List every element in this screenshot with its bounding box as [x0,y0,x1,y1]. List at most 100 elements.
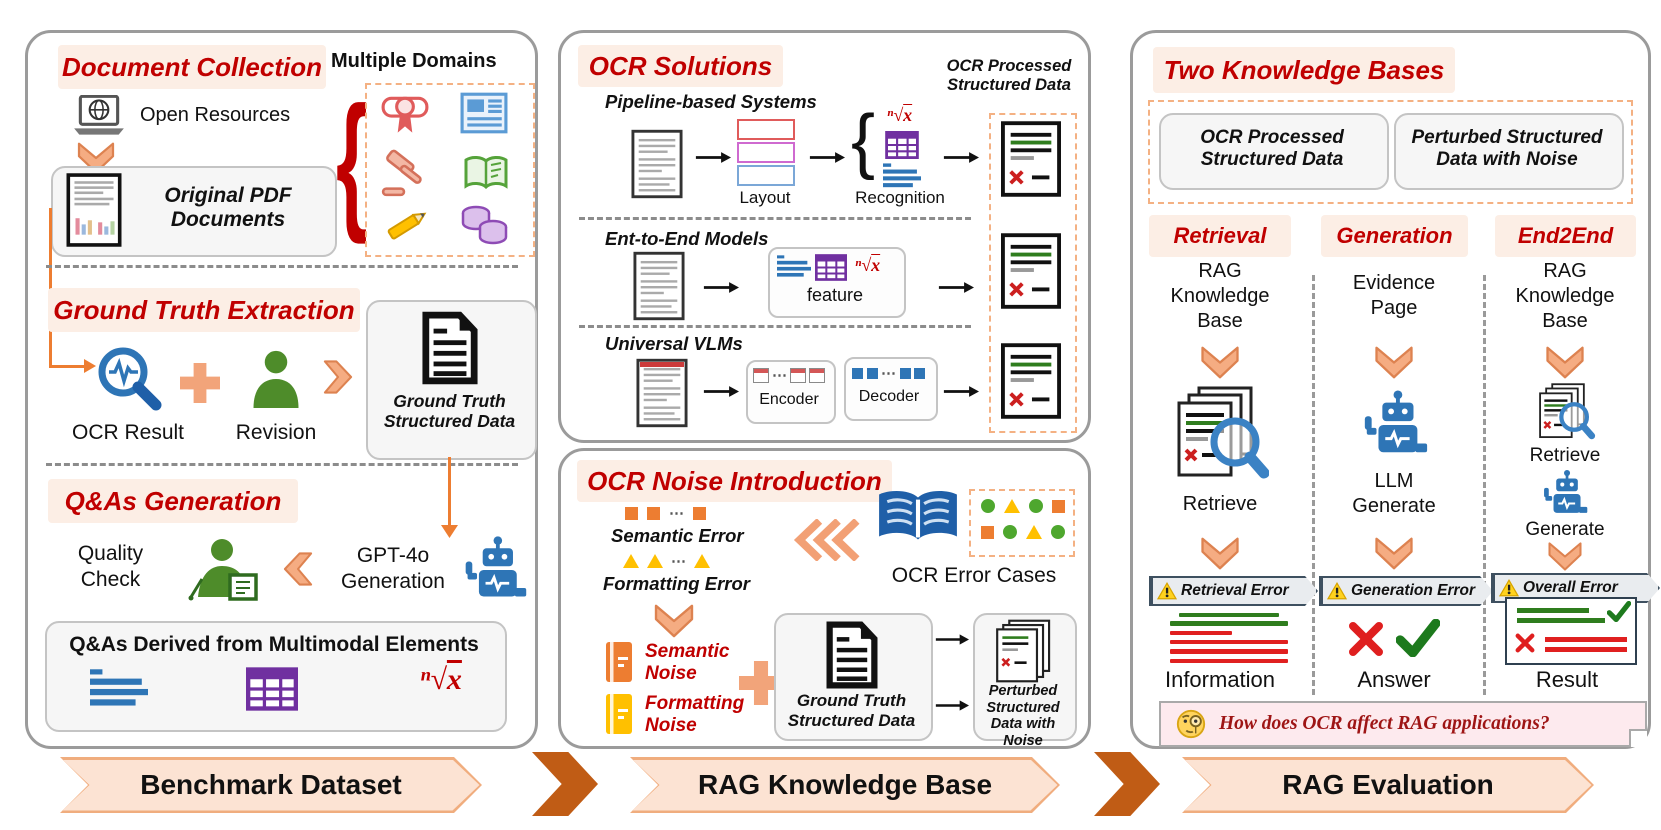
formatting-noise-book-icon [605,693,633,735]
layout-block-blue [737,165,795,186]
warning-icon [1327,582,1347,600]
qas-derived-title: Q&As Derived from Multimodal Elements [69,633,479,656]
table-icon [885,131,919,159]
text-lines-icon [777,255,811,280]
layout-label: Layout [739,188,791,207]
col-header-generation: Generation [1321,215,1468,257]
arrow-right-icon [943,151,979,164]
docs-magnifier-icon [1533,383,1597,445]
monocle-face-icon [1176,709,1206,739]
semantic-noise-label: Semantic Noise [645,641,730,684]
result-box [1505,597,1637,665]
ocr-magnifier-icon [94,345,166,413]
col-header-end2end: End2End [1495,215,1636,257]
vlm-label: Universal VLMs [605,333,743,354]
separator-dashed [579,217,971,220]
generation-error-banner: Generation Error [1319,576,1493,606]
arrow-down-icon [653,603,695,639]
arrow-right-icon [695,151,731,164]
ocr-output-column [989,113,1077,433]
warning-icon [1499,579,1519,597]
ground-truth-label: Ground Truth Structured Data [383,391,516,432]
arrow-right-icon [943,385,979,398]
e2e-label: Ent-to-End Models [605,228,769,249]
x-icon [1515,633,1535,653]
x-icon [1348,621,1384,657]
book-icon [464,156,508,190]
end2end-input-label: RAG Knowledge Base [1515,260,1615,332]
retrieval-input-label: RAG Knowledge Base [1170,260,1270,332]
answer-label: Answer [1357,667,1431,692]
section-title-ground-truth: Ground Truth Extraction [48,288,360,332]
error-shapes-row1 [981,499,1065,513]
connector-line-horizontal [49,365,85,368]
kb2-box [1394,113,1624,190]
separator-dashed [46,265,518,268]
error-cases-label: OCR Error Cases [891,564,1057,587]
feature-label: feature [806,285,864,305]
retrieval-error-banner: Retrieval Error [1149,576,1318,606]
encoder-patches: ⋯ [753,368,827,383]
docs-magnifier-icon [1171,386,1269,488]
document-icon [421,311,479,385]
chevron-separator-icon [1094,752,1160,816]
triple-chevron-left-icon [789,519,863,561]
section-title-ocr-solutions: OCR Solutions [578,45,783,87]
separator-dashed [46,463,518,466]
section-title-qas-generation: Q&As Generation [48,479,298,523]
pdf-thumbnail-icon [66,173,122,247]
retrieve-label: Retrieve [1182,493,1258,515]
e2e-generate-label: Generate [1525,519,1605,540]
semantic-error-label: Semantic Error [611,525,744,546]
pencil-icon [387,212,427,240]
semantic-error-marks: ⋯ [625,506,706,521]
decoder-tokens: ⋯ [852,366,928,381]
decoder-label: Decoder [858,388,920,405]
arrow-right-icon [935,699,969,712]
chevron-left-icon [280,551,316,587]
formatting-error-marks: ⋯ [623,554,710,569]
formula-icon: ⁿ√x [887,105,913,125]
gt-to-gpt-line [448,457,451,527]
brace-red: { [336,74,368,245]
result-label: Result [1535,667,1599,692]
panel-ocr-noise: OCR Noise Introduction ⋯ Semantic Error … [558,448,1091,749]
original-pdf-label: Original PDF Documents [164,184,292,232]
question-text: How does OCR affect RAG applications? [1219,713,1550,734]
folded-corner [1629,729,1647,747]
coins-icon [461,205,508,245]
page-thumbnail-icon [633,251,685,321]
ocr-doc-icon [1001,233,1061,309]
generation-input-label: Evidence Page [1352,272,1436,319]
arrow-down-icon [1373,536,1415,571]
error-cases-box [969,489,1075,557]
semantic-noise-book-icon [605,641,633,683]
quality-check-label: Quality Check [77,542,144,592]
kb1-box [1159,113,1389,190]
formatting-noise-label: Formatting Noise [645,693,745,736]
column-divider [1483,275,1486,695]
brace-black: { [851,101,876,181]
information-label: Information [1164,667,1276,692]
certificate-icon [381,96,429,133]
warning-icon [1157,582,1177,600]
banner-benchmark-dataset: Benchmark Dataset [60,757,482,813]
page-thumbnail-icon [631,129,683,199]
ocr-result-label: OCR Result [71,421,185,444]
panel-rag-evaluation: Two Knowledge Bases OCR Processed Struct… [1130,30,1651,749]
recognition-label: Recognition [855,188,945,207]
ocr-doc-icon [1001,121,1061,197]
pipeline-label: Pipeline-based Systems [605,91,817,112]
banner-rag-knowledge-base: RAG Knowledge Base [630,757,1060,813]
arrow-down-icon [1199,536,1241,571]
thumbnail-red-header [640,362,684,367]
reviewer-icon [188,539,258,601]
person-icon [246,345,306,411]
formula-icon: ⁿ√x [855,255,881,275]
document-icon [825,621,879,689]
column-divider [1312,275,1315,695]
ocr-doc-icon [1001,343,1061,419]
section-title-ocr-noise: OCR Noise Introduction [577,460,892,502]
revision-label: Revision [235,421,317,444]
